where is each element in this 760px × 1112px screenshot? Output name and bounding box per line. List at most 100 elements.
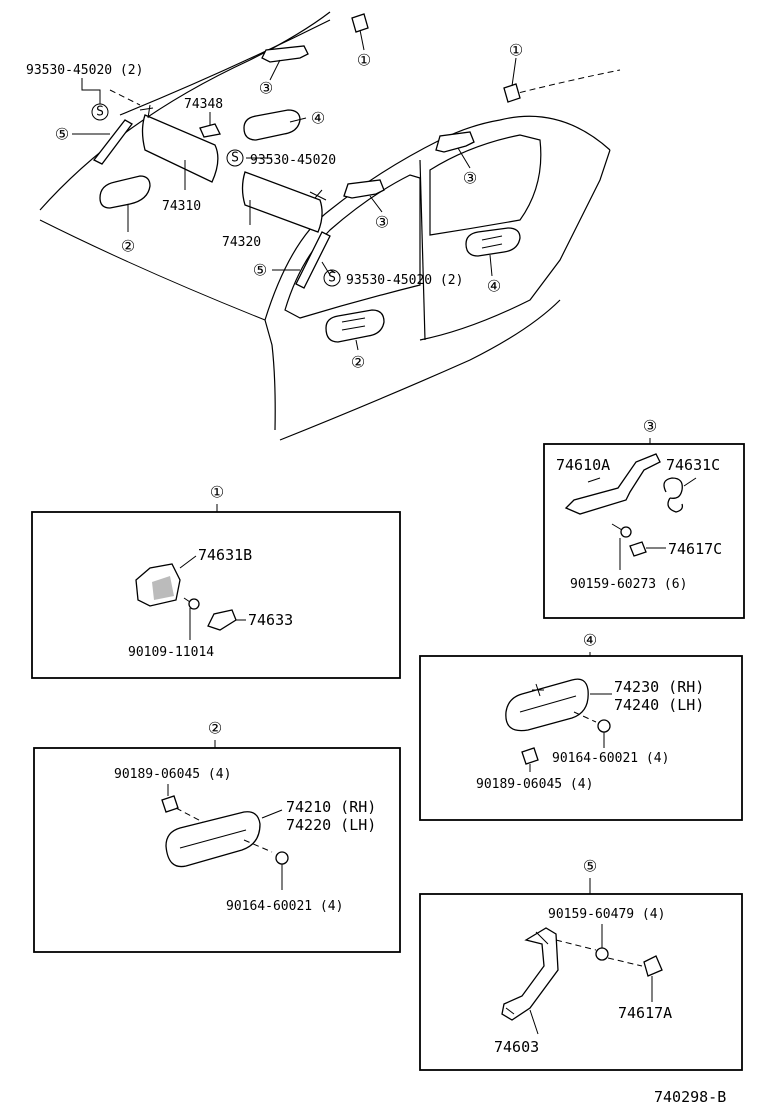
- dash-p4-screw: [573, 711, 597, 723]
- label-p5-clip: 74617A: [618, 1004, 672, 1022]
- dash-screw-right: [329, 269, 341, 276]
- assist-grip-rear-door: [465, 227, 521, 257]
- label-p3-clip: 74617C: [668, 540, 722, 558]
- dash-p2-screw: [243, 839, 273, 853]
- label-screw-right: 93530-45020 (2): [346, 273, 463, 288]
- callout-5-left: ⑤: [55, 125, 69, 144]
- label-p2-nut: 90189-06045 (4): [114, 767, 231, 782]
- label-p3-hook: 74631C: [666, 456, 720, 474]
- roof-handle-front: [261, 45, 309, 63]
- label-visor-left: 74310: [162, 199, 201, 214]
- s-mark-circle-right: [323, 269, 341, 287]
- sun-visor-right-mount: [309, 189, 327, 201]
- coat-hook-cover-shade: [152, 576, 174, 600]
- rear-door-window: [429, 134, 542, 236]
- panel-5-frame: [419, 893, 743, 1071]
- label-p4-nut: 90189-06045 (4): [476, 777, 593, 792]
- label-p3-screw: 90159-60273 (6): [570, 577, 687, 592]
- panel-1-frame: [31, 511, 401, 679]
- leader-4-upper: [289, 117, 307, 123]
- leader-74631b: [179, 555, 197, 569]
- label-p4-grip-lh: 74240 (LH): [614, 696, 704, 714]
- rear-door-lower: [419, 149, 611, 341]
- leader-p3-hook: [683, 477, 697, 487]
- leader-p2-grip: [261, 809, 283, 819]
- leader-4-door: [489, 254, 493, 277]
- assist-grip-rear-door-detail: [481, 235, 503, 249]
- pillar-grip-p5: [501, 927, 559, 1021]
- assist-grip-front-door: [325, 309, 385, 343]
- screw-90159-p3: [620, 526, 632, 538]
- label-p2-grip-rh: 74210 (RH): [286, 798, 376, 816]
- leader-p5-handle: [529, 1009, 539, 1035]
- leader-3-rear: [457, 147, 471, 169]
- hook-p3: [663, 477, 684, 513]
- callout-2-door: ②: [351, 353, 365, 372]
- label-holder: 74348: [184, 97, 223, 112]
- assist-grip-rear-upper: [243, 109, 301, 141]
- assist-grip-front-door-detail: [341, 317, 366, 331]
- s-mark-circle-mid: [226, 149, 244, 167]
- callout-3-mid: ③: [375, 213, 389, 232]
- callout-4-door: ④: [487, 277, 501, 296]
- panel-2-frame: [33, 747, 401, 953]
- screw-90164-p4: [597, 719, 611, 733]
- diagram-id: 740298-B: [654, 1088, 726, 1106]
- pillar-grip-right: [295, 231, 331, 289]
- label-screw-left: 93530-45020 (2): [26, 63, 143, 78]
- clip-p5: [643, 955, 663, 977]
- front-door-window: [284, 174, 421, 319]
- panel-5-title: ⑤: [583, 857, 597, 876]
- front-pillar-lower: [264, 319, 276, 431]
- panel-4: ④ 74230 (RH) 74240 (LH) 90164-60021 (4) …: [419, 631, 743, 821]
- panel-1: ① 74631B 74633 90109-11014: [31, 483, 401, 679]
- coat-hook-rear: [503, 83, 521, 103]
- label-p3-handle: 74610A: [556, 456, 610, 474]
- panel-4-title: ④: [583, 631, 597, 650]
- leader-2-door: [355, 339, 359, 351]
- panel-4-frame: [419, 655, 743, 821]
- pillar-grip-p5-detail: [505, 931, 549, 1015]
- label-p5-handle: 74603: [494, 1038, 539, 1056]
- floor-line: [279, 299, 561, 441]
- label-p1-cover: 74631B: [198, 546, 252, 564]
- label-p4-grip-rh: 74230 (RH): [614, 678, 704, 696]
- nut-90189-p2: [161, 795, 179, 813]
- roof-handle-mid: [343, 179, 385, 199]
- roof-line-left: [39, 11, 331, 211]
- callout-1-front: ①: [357, 51, 371, 70]
- label-p1-screw: 90109-11014: [128, 645, 214, 660]
- b-pillar: [419, 159, 426, 341]
- nut-90189-p4: [521, 747, 539, 765]
- roof-handle-p3: [564, 453, 661, 515]
- callout-3-rear: ③: [463, 169, 477, 188]
- leader-p3-handle: [587, 477, 601, 483]
- label-p4-screw: 90164-60021 (4): [552, 751, 669, 766]
- callout-1-rear: ①: [509, 41, 523, 60]
- dash-rear: [509, 69, 621, 96]
- leader-3-mid: [369, 195, 383, 213]
- leader-1-rear: [511, 57, 517, 87]
- assist-grip-front-left: [99, 175, 151, 209]
- clip-p3: [629, 541, 647, 557]
- callout-3-front: ③: [259, 79, 273, 98]
- sun-visor-right: [241, 171, 323, 233]
- label-p5-screw: 90159-60479 (4): [548, 907, 665, 922]
- assist-grip-p4-mark: [532, 683, 544, 697]
- panel-3: ③ 74610A 74631C 74617C 90159-60273 (6): [543, 417, 745, 619]
- clip-74633: [207, 609, 237, 631]
- dash-screw-left: [109, 89, 141, 106]
- top-callouts: ① ① ② ② ③ ③ ③ ④ ④ ⑤ ⑤: [55, 41, 523, 372]
- rear-roof: [499, 115, 611, 151]
- panel-2-title: ②: [208, 719, 222, 738]
- assist-grip-p2-detail: [179, 829, 247, 849]
- assist-grip-p4: [505, 678, 589, 732]
- screw-90159-p5: [595, 947, 609, 961]
- panel-1-title: ①: [210, 483, 224, 502]
- visor-holder: [199, 123, 221, 138]
- panel-3-frame: [543, 443, 745, 619]
- s-mark-mid: S: [231, 151, 239, 166]
- leader-3-front: [269, 59, 281, 81]
- panel-2: ② 90189-06045 (4) 74210 (RH) 74220 (LH) …: [33, 719, 401, 953]
- sun-visor-left-mount: [139, 104, 154, 119]
